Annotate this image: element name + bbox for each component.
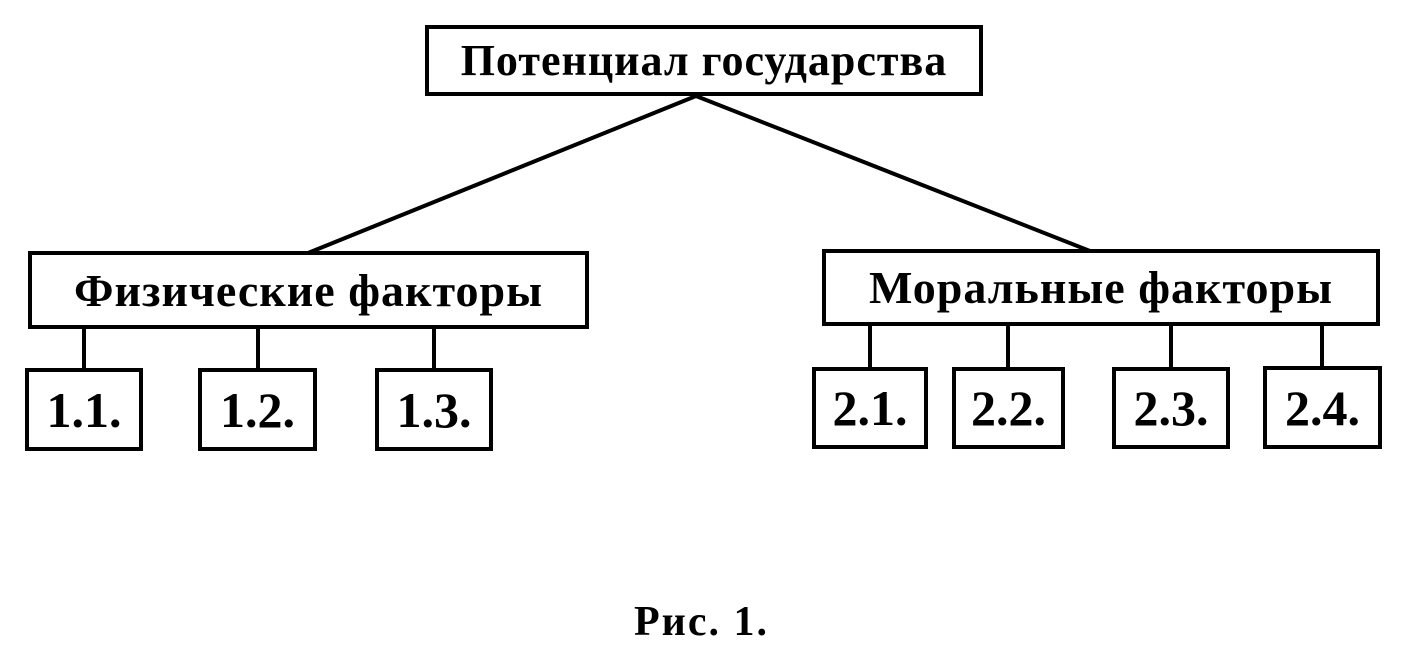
connector-root-to-physical	[307, 94, 697, 255]
connector-root-to-moral	[695, 94, 1091, 253]
root-box-state-potential: Потенциал государства	[425, 25, 983, 96]
leaf-box-2-2: 2.2.	[952, 367, 1065, 449]
branch-box-label: Физические факторы	[73, 264, 544, 316]
branch-box-moral-factors: Моральные факторы	[822, 249, 1380, 326]
branch-box-physical-factors: Физические факторы	[28, 251, 589, 329]
leaf-box-label: 2.2.	[971, 380, 1046, 436]
leaf-box-2-1: 2.1.	[812, 367, 928, 449]
root-box-label: Потенциал государства	[460, 36, 948, 85]
branch-box-label: Моральные факторы	[868, 262, 1334, 313]
leaf-box-label: 1.2.	[220, 381, 295, 438]
leaf-box-label: 2.3.	[1133, 380, 1209, 436]
leaf-box-label: 2.1.	[832, 380, 908, 436]
leaf-box-1-2: 1.2.	[198, 368, 317, 451]
leaf-box-2-4: 2.4.	[1263, 366, 1382, 449]
figure-caption: Рис. 1.	[634, 599, 769, 645]
leaf-box-1-3: 1.3.	[375, 368, 493, 451]
leaf-box-label: 1.1.	[46, 381, 122, 438]
leaf-box-1-1: 1.1.	[25, 368, 143, 451]
leaf-box-2-3: 2.3.	[1112, 367, 1230, 449]
leaf-box-label: 1.3.	[396, 381, 472, 438]
leaf-box-label: 2.4.	[1285, 379, 1360, 436]
